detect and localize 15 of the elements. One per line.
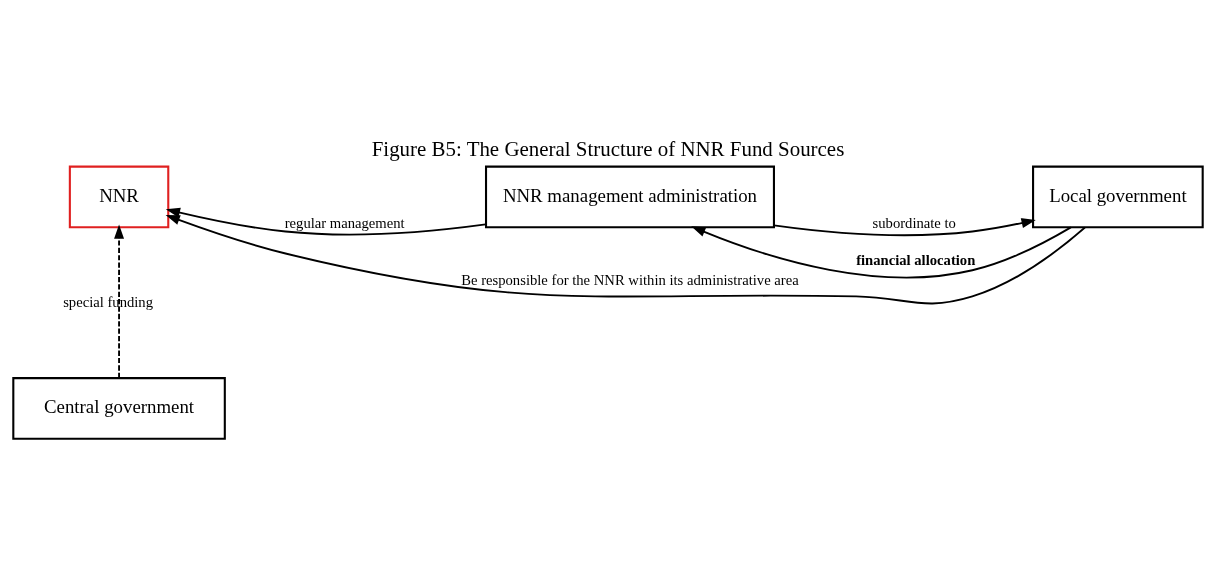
edge-label: special funding bbox=[63, 293, 153, 310]
arrow bbox=[773, 218, 1036, 237]
arrow bbox=[165, 214, 1086, 305]
edge-label: regular management bbox=[284, 214, 405, 231]
node-box: NNR management administration bbox=[485, 165, 775, 229]
node-box: NNR bbox=[68, 165, 170, 229]
node-box: Local government bbox=[1032, 165, 1204, 229]
arrow bbox=[114, 224, 125, 379]
edge-label: subordinate to bbox=[872, 214, 956, 231]
node-box: Central government bbox=[12, 377, 226, 440]
edge-label: financial allocation bbox=[856, 252, 976, 269]
arrow bbox=[691, 226, 1072, 279]
diagram-title: Figure B5: The General Structure of NNR Fund Sources bbox=[371, 137, 845, 162]
edge-label: Be responsible for the NNR within its administrative area bbox=[461, 272, 799, 289]
arrow bbox=[165, 207, 487, 236]
